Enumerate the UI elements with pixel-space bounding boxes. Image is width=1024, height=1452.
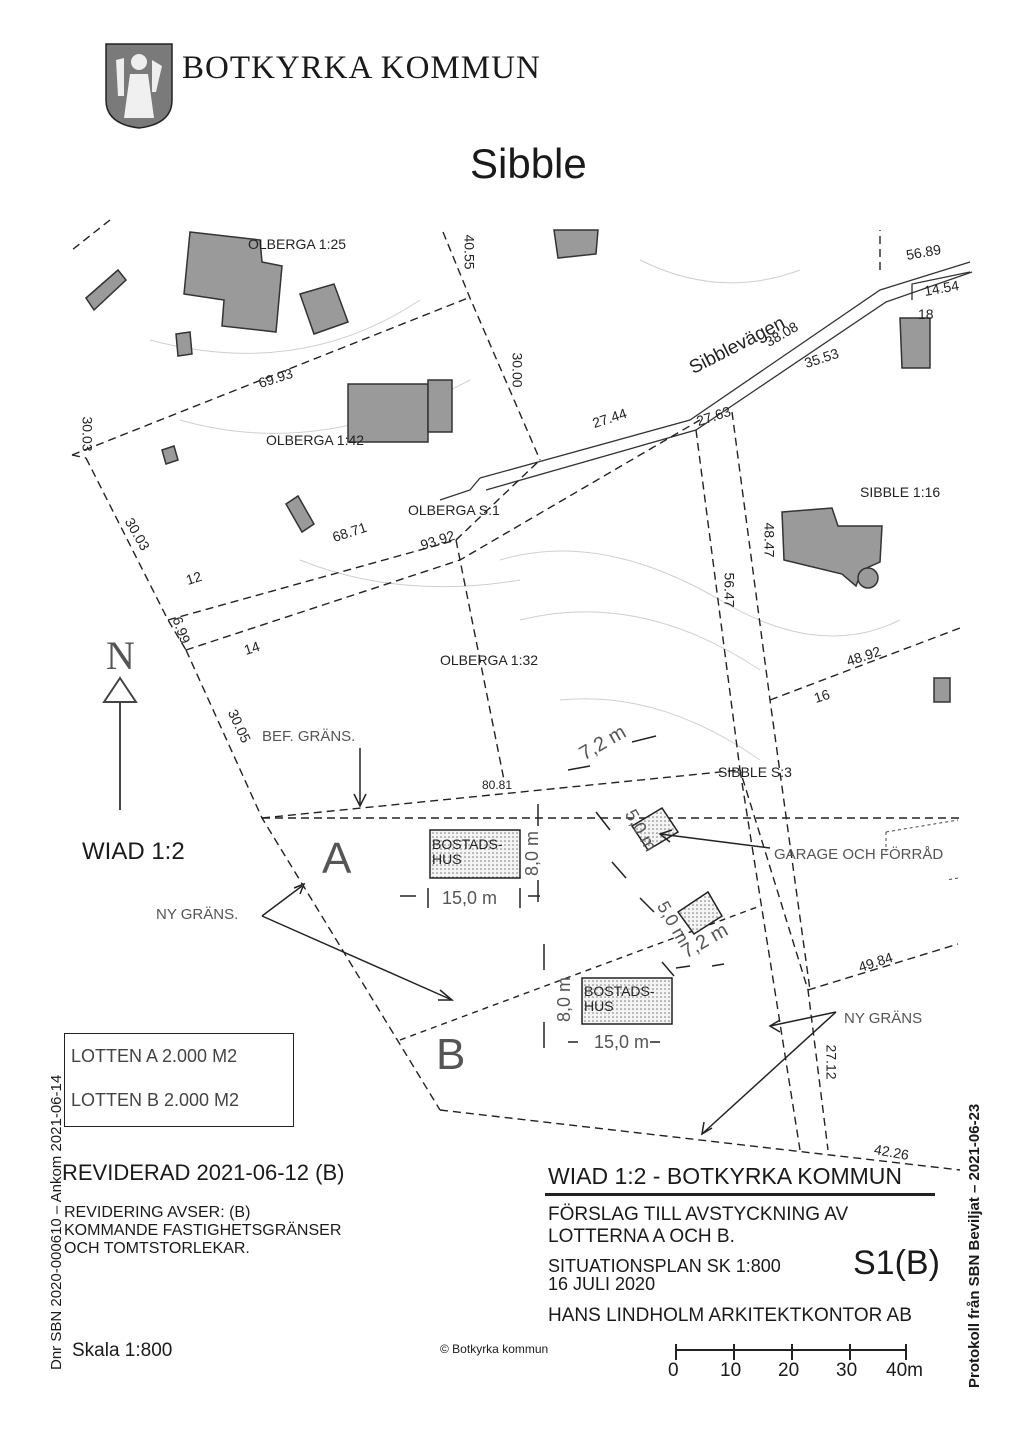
parcel-olberga-142: OLBERGA 1:42 xyxy=(266,432,365,448)
revision-description: REVIDERING AVSER: (B) KOMMANDE FASTIGHET… xyxy=(64,1204,342,1257)
dimension-arrows xyxy=(400,735,725,1048)
scale-bar xyxy=(675,1344,907,1360)
proposed-buildings xyxy=(429,806,724,1025)
existing-boundary-label: BEF. GRÄNS. xyxy=(262,728,356,745)
revision-title: REVIDERAD 2021-06-12 (B) xyxy=(62,1160,345,1185)
existing-buildings xyxy=(85,229,951,703)
dim-value: 30.00 xyxy=(509,352,526,388)
house-b-label: BOSTADS- HUS xyxy=(584,983,655,1014)
dim-value: 56.47 xyxy=(721,572,738,608)
scale-bar-label: 0 xyxy=(668,1360,679,1381)
north-label: N xyxy=(106,633,135,678)
north-arrow xyxy=(102,676,138,810)
map-title: Sibble xyxy=(470,140,587,187)
title-block-heading: WIAD 1:2 - BOTKYRKA KOMMUN xyxy=(548,1163,902,1189)
building-round-part xyxy=(857,567,879,589)
architect-name: HANS LINDHOLM ARKITEKTKONTOR AB xyxy=(548,1305,912,1326)
title-block-divider xyxy=(545,1193,935,1196)
coat-of-arms-logo xyxy=(105,43,173,129)
scale-text: Skala 1:800 xyxy=(72,1340,173,1361)
registration-stamp: Dnr SBN 2020-000610 – Ankom 2021-06-14 xyxy=(48,1074,65,1370)
scale-bar-label: 40m xyxy=(886,1360,923,1381)
lot-b-letter: B xyxy=(436,1030,466,1079)
scale-bar-label: 10 xyxy=(720,1360,742,1381)
parcel-olberga-s1: OLBERGA S:1 xyxy=(408,502,500,518)
title-block-plan: SITUATIONSPLAN SK 1:800 16 JULI 2020 xyxy=(548,1256,781,1294)
scale-bar-label: 20 xyxy=(778,1360,800,1381)
house-a-depth: 8,0 m xyxy=(522,830,542,876)
parcel-olberga-125: OLBERGA 1:25 xyxy=(248,236,347,252)
parcel-number-18: 18 xyxy=(918,306,934,322)
lot-a-area: LOTTEN A 2.000 M2 xyxy=(71,1046,238,1066)
drawing-code: S1(B) xyxy=(853,1244,940,1282)
dim-value: 80.81 xyxy=(482,778,513,792)
parcel-sibble-116: SIBBLE 1:16 xyxy=(860,484,941,500)
house-b-width: 15,0 m xyxy=(594,1032,650,1052)
parcel-sibble-s3: SIBBLE S:3 xyxy=(718,764,792,780)
new-boundary-label-right: NY GRÄNS xyxy=(844,1010,923,1027)
existing-garage-outline xyxy=(885,819,959,881)
dim-value: 40.55 xyxy=(461,234,478,270)
house-b-depth: 8,0 m xyxy=(554,976,574,1022)
lot-b-area: LOTTEN B 2.000 M2 xyxy=(71,1090,240,1110)
parcel-olberga-132: OLBERGA 1:32 xyxy=(440,652,539,668)
scale-bar-label: 30 xyxy=(836,1360,858,1381)
leader-arrows xyxy=(261,748,837,1136)
dim-value: 48.47 xyxy=(761,522,778,558)
terrain-contours xyxy=(149,259,901,761)
lot-a-letter: A xyxy=(322,834,352,883)
organization-name: BOTKYRKA KOMMUN xyxy=(182,50,541,86)
house-a-width: 15,0 m xyxy=(442,888,498,908)
approval-stamp: Protokoll från SBN Beviljat – 2021-06-23 xyxy=(966,1103,983,1388)
dim-value: 30.03 xyxy=(79,416,96,452)
garage-label: GARAGE OCH FÖRRÅD xyxy=(774,846,944,863)
wiad-label: WIAD 1:2 xyxy=(82,838,185,865)
title-block-proposal: FÖRSLAG TILL AVSTYCKNING AV LOTTERNA A O… xyxy=(548,1204,849,1247)
house-a-label: BOSTADS- HUS xyxy=(432,836,503,867)
new-boundary-label-left: NY GRÄNS. xyxy=(156,906,239,923)
lot-areas-box: LOTTEN A 2.000 M2 LOTTEN B 2.000 M2 xyxy=(64,1033,294,1127)
property-boundaries xyxy=(71,219,961,1171)
copyright: © Botkyrka kommun xyxy=(440,1342,549,1356)
road-sibblevagen xyxy=(439,261,973,501)
dim-value: 27.12 xyxy=(823,1044,840,1080)
